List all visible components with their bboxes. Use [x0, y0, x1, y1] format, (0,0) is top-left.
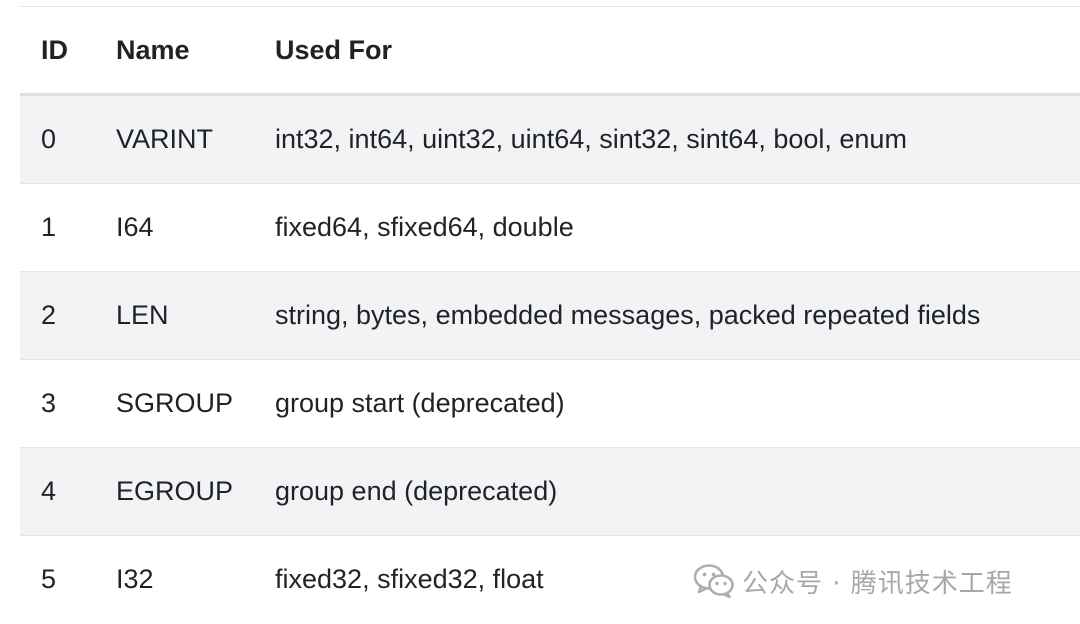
cell-used-for: group start (deprecated): [254, 359, 1080, 448]
cell-id: 5: [20, 535, 96, 623]
wire-types-table: ID Name Used For 0 VARINT int32, int64, …: [20, 7, 1080, 623]
cell-name: I64: [96, 183, 254, 272]
table-body: 0 VARINT int32, int64, uint32, uint64, s…: [20, 94, 1080, 623]
header-id: ID: [20, 7, 96, 96]
cell-id: 2: [20, 271, 96, 360]
cell-name: EGROUP: [96, 447, 254, 536]
cell-used-for: fixed32, sfixed32, float: [254, 535, 1080, 623]
header-used-for: Used For: [254, 7, 1080, 96]
cell-used-for: int32, int64, uint32, uint64, sint32, si…: [254, 94, 1080, 184]
watermark-text: 公众号 · 腾讯技术工程: [742, 568, 1013, 599]
table-row: 1 I64 fixed64, sfixed64, double: [20, 183, 1080, 272]
cell-id: 3: [20, 359, 96, 448]
table-row: 2 LEN string, bytes, embedded messages, …: [20, 271, 1080, 360]
wechat-icon: [694, 564, 734, 598]
table-row: 5 I32 fixed32, sfixed32, float: [20, 535, 1080, 623]
header-name: Name: [96, 7, 254, 96]
table-row: 0 VARINT int32, int64, uint32, uint64, s…: [20, 94, 1080, 184]
cell-name: VARINT: [96, 94, 254, 184]
cell-used-for: fixed64, sfixed64, double: [254, 183, 1080, 272]
cell-used-for: string, bytes, embedded messages, packed…: [254, 271, 1080, 360]
cell-used-for: group end (deprecated): [254, 447, 1080, 536]
table-row: 4 EGROUP group end (deprecated): [20, 447, 1080, 536]
watermark: 公众号 · 腾讯技术工程: [694, 561, 1013, 601]
cell-id: 1: [20, 183, 96, 272]
cell-id: 4: [20, 447, 96, 536]
cell-id: 0: [20, 94, 96, 184]
table-row: 3 SGROUP group start (deprecated): [20, 359, 1080, 448]
header-row: ID Name Used For: [20, 7, 1080, 96]
cell-name: I32: [96, 535, 254, 623]
cell-name: SGROUP: [96, 359, 254, 448]
table-header: ID Name Used For: [20, 7, 1080, 96]
cell-name: LEN: [96, 271, 254, 360]
table-top-rule: [20, 6, 1080, 7]
